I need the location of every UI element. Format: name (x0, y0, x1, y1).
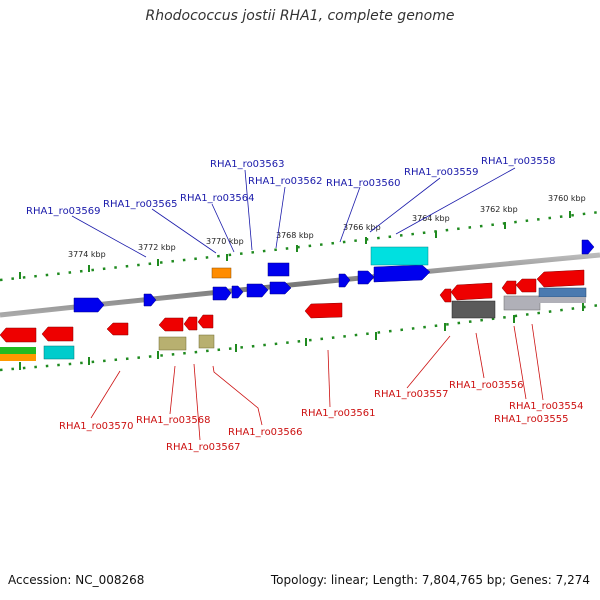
gene-arrow[interactable] (183, 316, 198, 331)
forward-leader-lines (71, 167, 516, 258)
gene-arrow[interactable] (143, 293, 157, 307)
gene-arrow[interactable] (450, 282, 493, 301)
gene-arrow[interactable] (41, 326, 74, 342)
gene-arrow[interactable] (373, 264, 431, 283)
genome-stats-text: Topology: linear; Length: 7,804,765 bp; … (270, 573, 590, 587)
accession-text: Accession: NC_008268 (8, 573, 145, 587)
gene-box[interactable] (503, 295, 541, 311)
gene-arrow[interactable] (0, 327, 37, 343)
tick-label: 3760 kbp (548, 194, 586, 203)
tick-label: 3770 kbp (206, 237, 244, 246)
gene-arrow[interactable] (158, 317, 184, 332)
gene-arrow[interactable] (439, 288, 452, 303)
reverse-leader-lines (90, 323, 544, 441)
gene-arrow[interactable] (269, 281, 292, 295)
tick-label: 3768 kbp (276, 231, 314, 240)
tick-label: 3766 kbp (343, 223, 381, 232)
gene-box[interactable] (0, 354, 36, 361)
gene-label[interactable]: RHA1_ro03562 (248, 176, 323, 187)
gene-label[interactable]: RHA1_ro03566 (228, 427, 303, 438)
tick-label: 3762 kbp (480, 205, 518, 214)
gene-label[interactable]: RHA1_ro03561 (301, 408, 376, 419)
gene-label[interactable]: RHA1_ro03564 (180, 193, 255, 204)
gene-label[interactable]: RHA1_ro03557 (374, 389, 449, 400)
tick-label: 3774 kbp (68, 250, 106, 259)
gene-box[interactable] (539, 297, 586, 303)
gene-box[interactable] (538, 287, 587, 298)
gene-arrow[interactable] (212, 286, 232, 301)
gene-arrow[interactable] (515, 278, 537, 293)
gene-box[interactable] (0, 347, 36, 354)
gene-arrow[interactable] (231, 285, 244, 299)
gene-label[interactable]: RHA1_ro03554 (509, 401, 584, 412)
tick-label: 3764 kbp (412, 214, 450, 223)
gene-arrow[interactable] (106, 322, 129, 336)
gene-box[interactable] (370, 246, 429, 266)
gene-box[interactable] (451, 300, 496, 319)
gene-label[interactable]: RHA1_ro03568 (136, 415, 211, 426)
gene-box[interactable] (267, 262, 290, 277)
gene-label[interactable]: RHA1_ro03563 (210, 159, 285, 170)
gene-label[interactable]: RHA1_ro03555 (494, 414, 569, 425)
gene-arrow[interactable] (197, 314, 214, 329)
gene-label[interactable]: RHA1_ro03558 (481, 156, 556, 167)
gene-label[interactable]: RHA1_ro03569 (26, 206, 101, 217)
upper-ruler-ticks (19, 211, 571, 279)
gene-arrow[interactable] (501, 280, 517, 295)
forward-features (73, 239, 595, 313)
map-title: Rhodococcus jostii RHA1, complete genome (145, 8, 455, 24)
gene-arrow[interactable] (338, 273, 351, 288)
lower-ruler-ticks (19, 303, 584, 370)
gene-box[interactable] (198, 334, 215, 349)
gene-box[interactable] (211, 267, 232, 279)
lower-ruler-line (0, 303, 600, 372)
gene-label[interactable]: RHA1_ro03556 (449, 380, 524, 391)
gene-label[interactable]: RHA1_ro03560 (326, 178, 401, 189)
gene-label[interactable]: RHA1_ro03567 (166, 442, 241, 453)
gene-box[interactable] (43, 345, 75, 360)
gene-arrow[interactable] (581, 239, 595, 255)
gene-label[interactable]: RHA1_ro03565 (103, 199, 178, 210)
reverse-features (0, 269, 587, 361)
gene-box[interactable] (158, 336, 187, 351)
gene-arrow[interactable] (304, 302, 343, 319)
gene-arrow[interactable] (536, 269, 585, 288)
gene-label[interactable]: RHA1_ro03559 (404, 167, 479, 178)
gene-arrow[interactable] (73, 297, 105, 313)
gene-arrow[interactable] (357, 270, 375, 285)
upper-ruler-line (0, 210, 600, 282)
gene-arrow[interactable] (246, 283, 269, 298)
tick-label: 3772 kbp (138, 243, 176, 252)
gene-label[interactable]: RHA1_ro03570 (59, 421, 134, 432)
